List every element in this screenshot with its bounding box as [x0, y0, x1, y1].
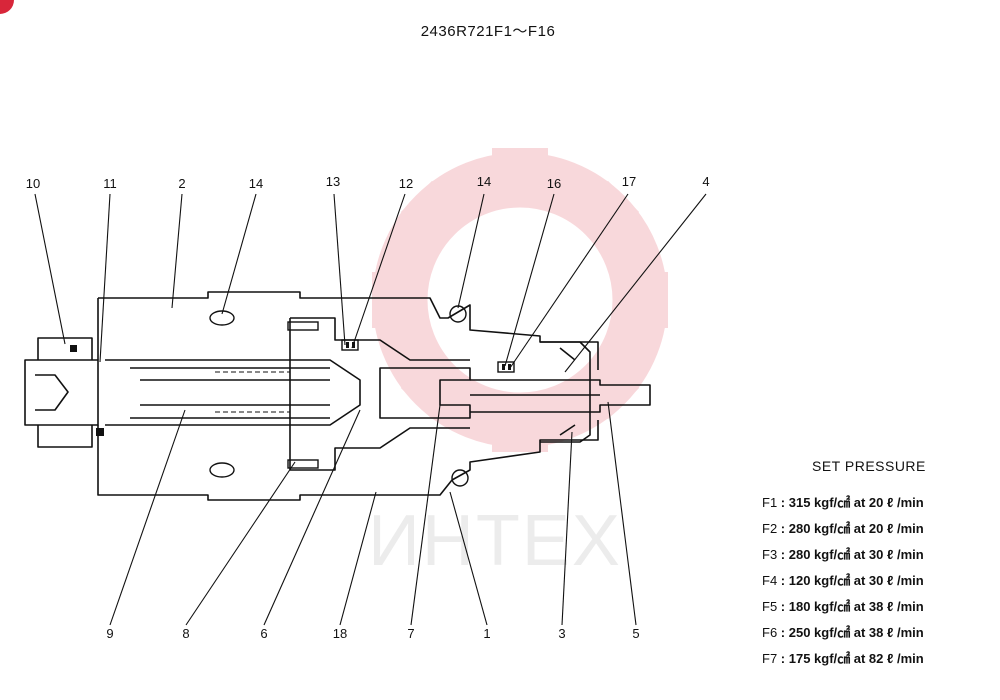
pressure-row: F7 : 175 kgf/㎠ at 82 ℓ /min: [762, 646, 998, 672]
o-ring-14-lower-icon: [209, 462, 235, 478]
watermark-gear-icon: [372, 148, 668, 452]
pressure-code: F2: [762, 521, 778, 536]
pressure-row: F1 : 315 kgf/㎠ at 20 ℓ /min: [762, 490, 998, 516]
pressure-code: F4: [762, 573, 778, 588]
part-label: 16: [547, 176, 561, 191]
part-label: 3: [558, 626, 565, 641]
pressure-value: : 250 kgf/㎠ at 38 ℓ /min: [780, 625, 924, 640]
pressure-code: F6: [762, 625, 778, 640]
part-label: 14: [249, 176, 263, 191]
pressure-value: : 280 kgf/㎠ at 30 ℓ /min: [780, 547, 924, 562]
part-label: 13: [326, 174, 340, 189]
pressure-code: F5: [762, 599, 778, 614]
watermark-text: ИНТЕХ: [368, 501, 622, 581]
pressure-value: : 175 kgf/㎠ at 82 ℓ /min: [780, 651, 924, 666]
pressure-row: F4 : 120 kgf/㎠ at 30 ℓ /min: [762, 568, 998, 594]
part-label: 10: [26, 176, 40, 191]
pressure-code: F3: [762, 547, 778, 562]
part-label: 7: [407, 626, 414, 641]
set-pressure-table: SET PRESSURE F1 : 315 kgf/㎠ at 20 ℓ /min…: [762, 458, 998, 672]
o-ring-14-upper-icon: [209, 310, 235, 326]
spring-icon: [215, 371, 290, 413]
part-label: 4: [702, 174, 709, 189]
part-label: 12: [399, 176, 413, 191]
valve-outline: [24, 291, 651, 501]
pressure-code: F1: [762, 495, 778, 510]
part-label: 18: [333, 626, 347, 641]
part-label: 8: [182, 626, 189, 641]
drawing-title: 2436R721F1～F16: [420, 23, 556, 40]
pressure-row: F6 : 250 kgf/㎠ at 38 ℓ /min: [762, 620, 998, 646]
part-label: 2: [178, 176, 185, 191]
leader-lines: [34, 193, 707, 626]
top-part-labels: 10 11 2 14 13 12 14 16 17 4: [26, 174, 710, 191]
backup-ring-13-icon: [341, 339, 359, 351]
pressure-row: F3 : 280 kgf/㎠ at 30 ℓ /min: [762, 542, 998, 568]
part-label: 9: [106, 626, 113, 641]
part-label: 11: [103, 176, 117, 191]
part-label: 14: [477, 174, 491, 189]
part-label: 6: [260, 626, 267, 641]
pressure-row: F2 : 280 kgf/㎠ at 20 ℓ /min: [762, 516, 998, 542]
pressure-row: F5 : 180 kgf/㎠ at 38 ℓ /min: [762, 594, 998, 620]
pressure-value: : 280 kgf/㎠ at 20 ℓ /min: [780, 521, 924, 536]
part-label: 17: [622, 174, 636, 189]
pressure-code: F7: [762, 651, 778, 666]
pressure-value: : 120 kgf/㎠ at 30 ℓ /min: [780, 573, 924, 588]
pressure-value: : 315 kgf/㎠ at 20 ℓ /min: [780, 495, 924, 510]
o-ring-lower-right-icon: [451, 469, 469, 487]
set-pressure-title: SET PRESSURE: [812, 458, 926, 474]
part-label: 5: [632, 626, 639, 641]
part-label: 1: [483, 626, 490, 641]
bottom-part-labels: 9 8 6 18 7 1 3 5: [106, 626, 639, 641]
pressure-value: : 180 kgf/㎠ at 38 ℓ /min: [780, 599, 924, 614]
o-ring-14-right-icon: [449, 305, 467, 323]
